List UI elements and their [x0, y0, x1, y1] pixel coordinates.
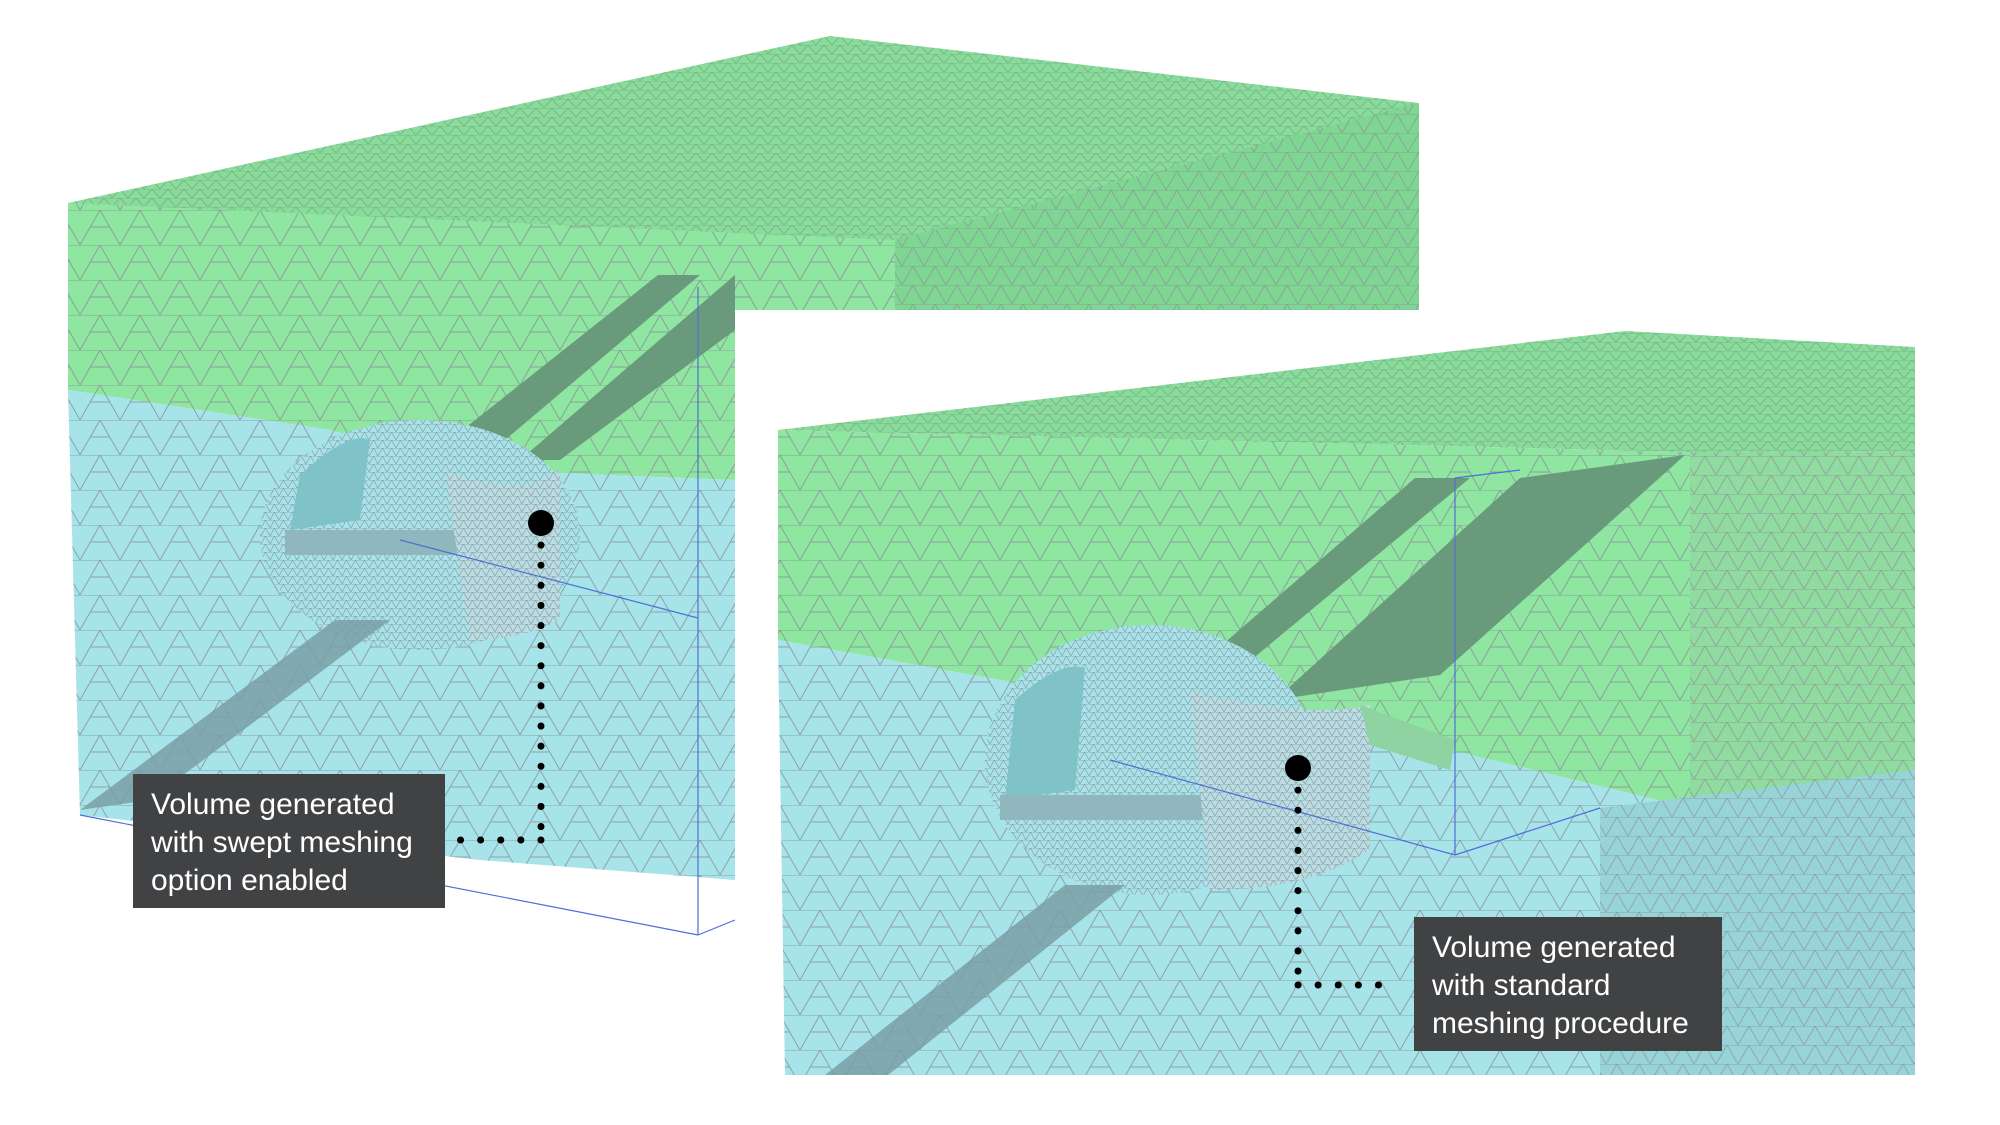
- left-tunnel-cavity: [260, 420, 580, 650]
- standard-meshing-callout: Volume generated with standard meshing p…: [1414, 917, 1722, 1051]
- swept-meshing-callout: Volume generated with swept meshing opti…: [133, 774, 445, 908]
- right-excavation-slot-2: [1275, 455, 1685, 700]
- right-marker-dot: [1285, 755, 1311, 781]
- left-lower-shadow-band: [80, 620, 390, 810]
- callout-line: with swept meshing: [151, 826, 413, 859]
- callout-line: with standard: [1432, 969, 1611, 1002]
- callout-line: Volume generated: [151, 788, 395, 821]
- right-lower-shadow-band: [825, 885, 1125, 1075]
- right-mesh-model: [778, 331, 1915, 1075]
- right-tunnel-cavity: [985, 625, 1455, 895]
- left-excavation-slot-1: [450, 275, 700, 440]
- left-marker-dot: [528, 510, 554, 536]
- right-leader: [1285, 755, 1402, 989]
- callout-line: meshing procedure: [1432, 1007, 1689, 1040]
- left-leader: [451, 510, 554, 844]
- left-mesh-model: [68, 36, 1419, 936]
- callout-line: option enabled: [151, 864, 348, 897]
- right-excavation-slot-1: [1170, 478, 1470, 690]
- right-bounding-box: [1109, 469, 1601, 856]
- left-excavation-slot-2: [520, 275, 735, 460]
- callout-line: Volume generated: [1432, 931, 1676, 964]
